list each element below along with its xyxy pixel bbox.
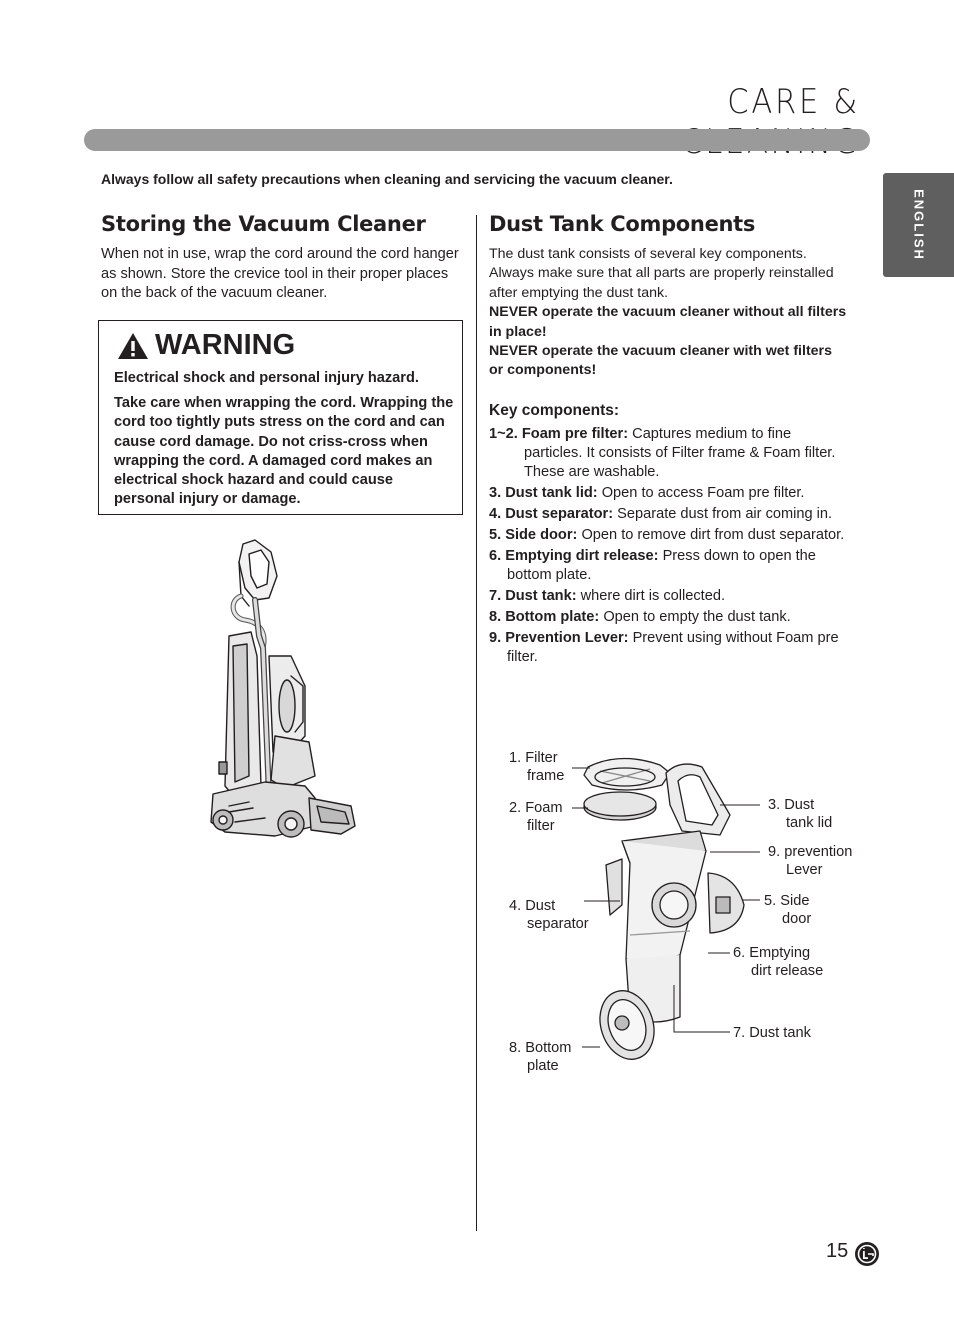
title-bar [84, 129, 870, 151]
list-item: 3. Dust tank lid: Open to access Foam pr… [489, 484, 849, 503]
label-text: 6. Emptying [733, 945, 811, 961]
label-text: separator [527, 915, 589, 932]
label-text: door [782, 910, 812, 927]
dust-tank-diagram [583, 757, 745, 1060]
label-text: 8. Bottom [509, 1040, 572, 1056]
label-text: tank lid [786, 814, 833, 831]
upright-vacuum-illustration [210, 539, 356, 838]
warning-text: Electrical shock and personal injury haz… [114, 369, 456, 515]
dust-tank-intro: The dust tank consists of several key co… [489, 246, 834, 301]
label-text: 3. Dust [768, 797, 815, 813]
safety-notice: Always follow all safety precautions whe… [101, 171, 673, 187]
list-item: 7. Dust tank: where dirt is collected. [489, 587, 849, 606]
dust-tank-intro-block: The dust tank consists of several key co… [489, 245, 849, 381]
component-number: 3. Dust tank lid: [489, 485, 598, 501]
label-foam-filter: 2. Foam filter [509, 800, 563, 835]
component-number: 6. Emptying dirt release: [489, 548, 659, 564]
warning-line-2: Take care when wrapping the cord. Wrappi… [114, 395, 454, 508]
label-text: 5. Side [764, 893, 810, 909]
label-text: 4. Dust [509, 898, 556, 914]
component-description: Open to access Foam pre filter. [597, 485, 805, 501]
warning-title: WARNING [117, 329, 295, 362]
label-bottom-plate: 8. Bottom plate [509, 1040, 571, 1075]
never-warning-2: NEVER operate the vacuum cleaner with we… [489, 343, 832, 379]
key-components-list: 1~2. Foam pre filter: Captures medium to… [489, 425, 849, 669]
list-item: 5. Side door: Open to remove dirt from d… [489, 526, 849, 545]
component-description: Open to empty the dust tank. [599, 609, 791, 625]
list-item: 4. Dust separator: Separate dust from ai… [489, 505, 849, 524]
label-dust-separator: 4. Dust separator [509, 898, 589, 933]
list-item: 6. Emptying dirt release: Press down to … [489, 547, 849, 585]
lg-logo-icon [855, 1242, 879, 1266]
label-text: 7. Dust tank [733, 1025, 811, 1041]
label-filter-frame: 1. Filter frame [509, 750, 564, 785]
component-number: 1~2. Foam pre filter: [489, 426, 629, 442]
warning-box: WARNING Electrical shock and personal in… [98, 320, 463, 515]
storing-text: When not in use, wrap the cord around th… [101, 246, 459, 301]
label-text: 1. Filter [509, 750, 558, 766]
label-text: filter [527, 817, 555, 834]
component-description: Open to remove dirt from dust separator. [577, 527, 845, 543]
label-dust-tank-lid: 3. Dust tank lid [768, 797, 832, 832]
label-side-door: 5. Side door [764, 893, 811, 928]
list-item: 8. Bottom plate: Open to empty the dust … [489, 608, 849, 627]
label-prevention-lever: 9. prevention Lever [768, 844, 852, 879]
warning-title-text: WARNING [155, 329, 296, 361]
label-text: Lever [786, 861, 823, 878]
component-number: 4. Dust separator: [489, 506, 614, 522]
component-description: Captures medium to fine particles. It co… [524, 426, 836, 480]
component-number: 5. Side door: [489, 527, 578, 543]
language-tab: ENGLISH [883, 173, 954, 277]
list-item: 9. Prevention Lever: Prevent using witho… [489, 629, 849, 667]
component-description: Separate dust from air coming in. [613, 506, 833, 522]
component-description: Prevent using without Foam pre filter. [507, 630, 839, 665]
label-dust-tank: 7. Dust tank [733, 1025, 811, 1043]
list-item: 1~2. Foam pre filter: Captures medium to… [489, 425, 849, 482]
label-emptying-dirt-release: 6. Emptying dirt release [733, 945, 823, 980]
component-description: where dirt is collected. [576, 588, 726, 604]
storing-heading: Storing the Vacuum Cleaner [101, 212, 426, 236]
warning-triangle-icon [118, 332, 148, 359]
warning-line-1: Electrical shock and personal injury haz… [114, 370, 419, 386]
dust-tank-heading: Dust Tank Components [489, 212, 756, 236]
language-tab-label: ENGLISH [911, 189, 926, 261]
never-warning-1: NEVER operate the vacuum cleaner without… [489, 304, 847, 340]
label-text: plate [527, 1057, 559, 1074]
diagram-leader-lines [572, 767, 760, 1048]
component-number: 9. Prevention Lever: [489, 630, 629, 646]
label-text: 9. prevention [768, 844, 853, 860]
component-number: 7. Dust tank: [489, 588, 577, 604]
label-text: 2. Foam [509, 800, 563, 816]
page-number: 15 [826, 1240, 849, 1262]
label-text: frame [527, 767, 565, 784]
column-divider [476, 215, 477, 1231]
label-text: dirt release [751, 962, 824, 979]
component-description: Press down to open the bottom plate. [507, 548, 816, 583]
component-number: 8. Bottom plate: [489, 609, 600, 625]
key-components-heading: Key components: [489, 402, 620, 419]
